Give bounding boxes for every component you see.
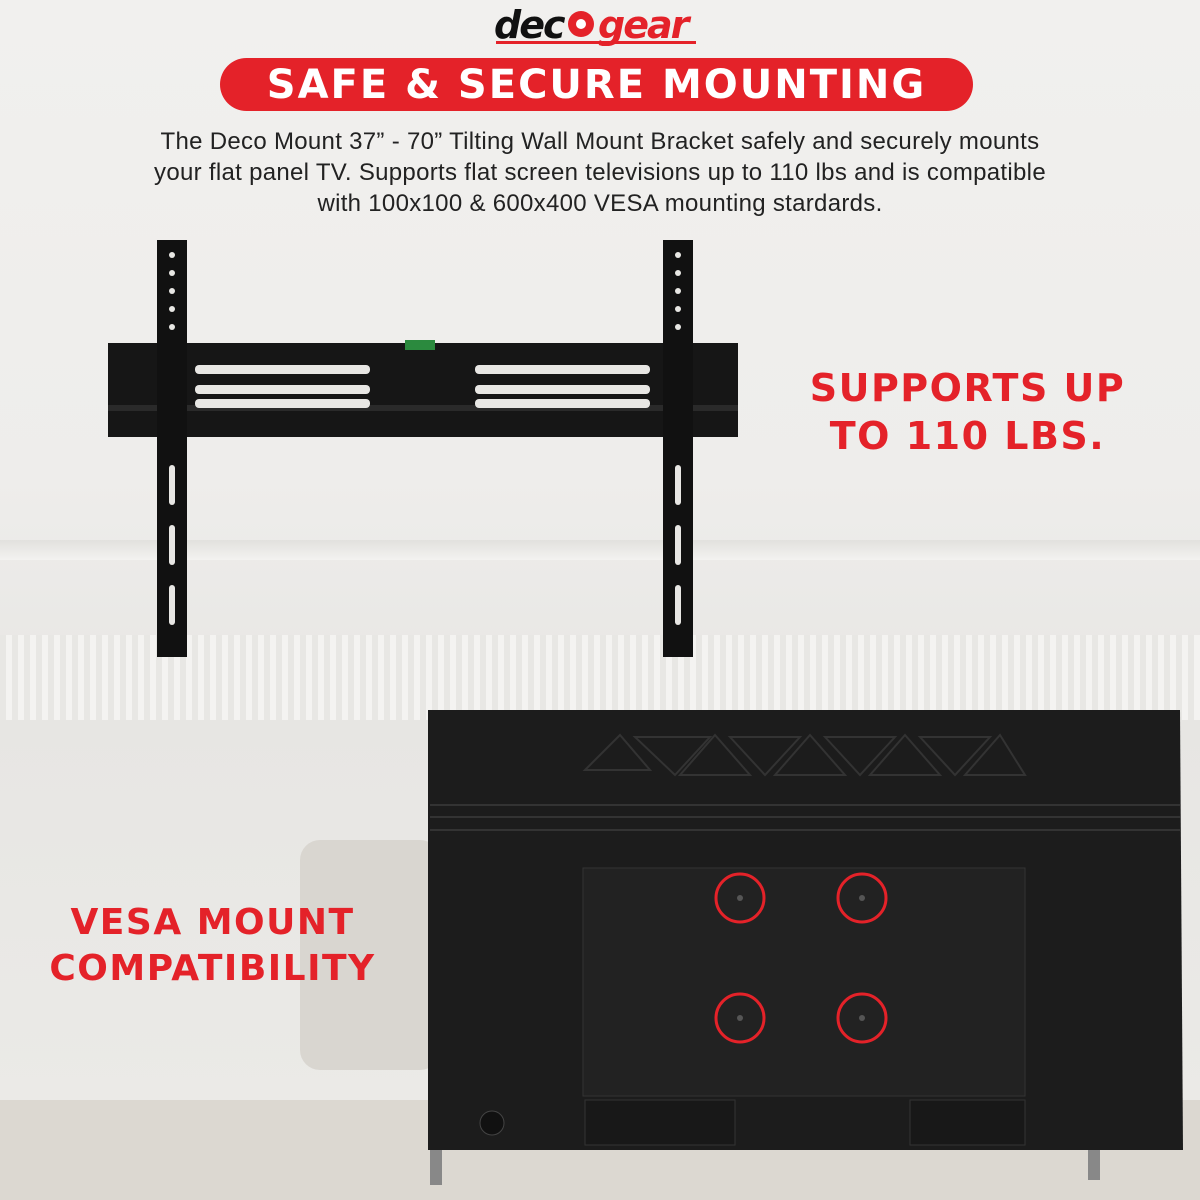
vesa-hole-markers: [714, 872, 888, 1044]
product-description: The Deco Mount 37” - 70” Tilting Wall Mo…: [60, 126, 1140, 219]
callout-line: VESA MOUNT: [70, 902, 355, 943]
description-line: your flat panel TV. Supports flat screen…: [154, 159, 1046, 186]
callout-line: COMPATIBILITY: [49, 948, 376, 989]
wall-molding: [0, 540, 1200, 560]
wall-mount-bracket-image: [108, 240, 738, 657]
svg-text:gear: gear: [598, 3, 692, 46]
wall-wainscot: [0, 635, 1200, 720]
callout-line: SUPPORTS UP: [809, 366, 1126, 410]
callout-line: TO 110 LBS.: [829, 414, 1106, 458]
svg-text:dec: dec: [494, 3, 566, 46]
sofa: [300, 840, 440, 1070]
page-title: SAFE & SECURE MOUNTING: [220, 58, 973, 111]
weight-capacity-callout: SUPPORTS UP TO 110 LBS.: [780, 364, 1155, 460]
description-line: The Deco Mount 37” - 70” Tilting Wall Mo…: [160, 128, 1040, 155]
vesa-compatibility-callout: VESA MOUNT COMPATIBILITY: [20, 900, 405, 992]
description-line: with 100x100 & 600x400 VESA mounting sta…: [317, 190, 883, 217]
decogear-logo: dec gear: [494, 3, 696, 46]
tv-back-image: [428, 710, 1183, 1185]
